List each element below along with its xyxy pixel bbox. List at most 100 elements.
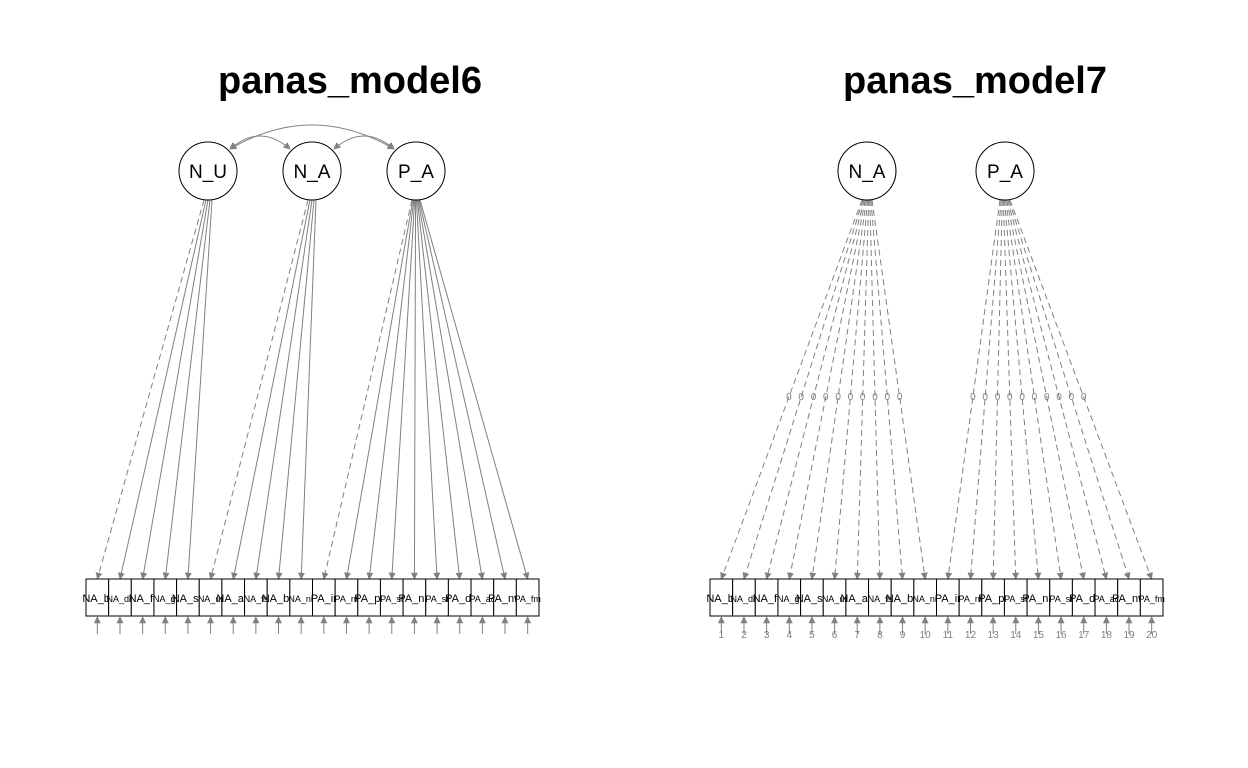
loading-edge [417,199,485,580]
loading-edge [945,199,1001,580]
residual-label: 9 [900,630,906,641]
indicator-label: NA_bl [706,593,736,605]
latent-circle [837,141,897,201]
indicator-box: PA_pr [978,578,1008,617]
indicator-label: NA_ur [822,594,848,604]
loading-edges [720,199,1153,580]
indicator-rect [1139,578,1164,617]
indicator-label: PA_st [1004,594,1028,604]
indicator-rect [515,578,540,617]
residual-arrows [93,616,532,634]
indicator-label: NA_ds [106,594,134,604]
indicator-box: NA_ab [840,578,874,617]
loading-edge [967,199,1002,580]
indicator-box: PA_nw [1112,578,1146,617]
indicator-label: PA_ac [1093,594,1119,604]
indicator-label: NA_ur [198,594,224,604]
loading-value: 0 [1032,392,1038,403]
covariance-arc [229,135,291,150]
indicator-box: NA_bh [886,578,919,617]
indicator-label: PA_nh [1022,593,1054,605]
indicator-box: NA_ab [216,578,250,617]
indicator-box: NA_fr [753,578,781,617]
loading-edge [1003,199,1042,580]
residual-label: 15 [1033,630,1045,641]
indicator-label: PA_nt [335,594,359,604]
indicator-label: PA_st [425,594,449,604]
loading-edge [366,199,415,580]
indicator-label: NA_fs [868,594,893,604]
latent-circle [386,141,446,201]
indicator-label: PA_nw [1112,593,1146,605]
indicator-label: PA_st [380,594,404,604]
residual-label: 14 [1010,630,1022,641]
loading-edge [95,199,205,580]
latent-label: P_A [987,162,1023,183]
loading-edge [415,199,441,580]
loading-edge [140,199,209,580]
residual-label: 3 [764,630,770,641]
latent-label: N_A [849,162,886,183]
indicator-box: PA_dt [445,578,474,617]
indicator-box: PA_pr [354,578,384,617]
indicator-box: PA_fm [515,578,541,617]
indicator-box: NA_ss [172,578,205,617]
indicator-label: NA_fs [244,594,269,604]
loading-value: 0 [1056,392,1062,403]
loading-edge [1006,199,1086,580]
loading-value: 0 [860,392,866,403]
loading-value: 0 [798,392,804,403]
residual-label: 5 [809,630,815,641]
indicator-label: NA_ds [730,594,758,604]
loading-edge [275,199,315,580]
loading-edge [989,199,1003,580]
indicator-label: PA_ir [935,593,961,605]
loading-edge [162,199,211,580]
indicator-label: NA_gl [153,594,178,604]
loading-edge [1008,199,1131,580]
indicator-label: NA_gl [777,594,802,604]
loading-value: 0 [1069,392,1075,403]
residual-label: 11 [943,630,954,641]
residual-label: 7 [854,630,860,641]
latent-circle [178,141,238,201]
covariance-arcs [229,124,395,150]
panel-title: panas_model7 [843,60,1107,102]
latent-circle [975,141,1035,201]
indicator-label: PA_pr [978,593,1008,605]
indicator-box: PA_st [379,578,404,617]
loading-value: 0 [811,392,817,403]
indicator-label: NA_ss [172,593,205,605]
indicator-label: NA_bh [262,593,296,605]
residual-label: 8 [877,630,883,641]
loading-edge [321,199,413,580]
residual-label: 13 [988,630,1000,641]
indicator-box: PA_nh [398,578,431,617]
indicator-box: PA_nw [488,578,522,617]
latent-label: P_A [398,162,434,183]
loading-value: 0 [835,392,841,403]
loading-value: 0 [995,392,1001,403]
loading-edge [416,199,463,580]
residual-label: 10 [920,630,932,641]
residual-label: 20 [1146,630,1158,641]
loading-edge [419,199,530,580]
indicator-box: PA_ir [935,578,961,617]
indicator-box: NA_bl [82,578,112,617]
loading-edge [117,199,207,580]
indicator-label: PA_ac [469,594,495,604]
loading-value: 0 [970,392,976,403]
indicator-box: PA_ir [311,578,337,617]
loading-value: 0 [1081,392,1087,403]
indicator-label: PA_nw [488,593,522,605]
residual-label: 1 [719,630,725,641]
indicator-label: NA_ab [216,593,250,605]
indicator-box: PA_dt [1069,578,1098,617]
loading-edge [871,199,928,580]
indicator-label: NA_ab [840,593,874,605]
indicator-boxes: NA_blNA_dsNA_frNA_glNA_ssNA_urNA_abNA_fs… [706,578,1165,617]
